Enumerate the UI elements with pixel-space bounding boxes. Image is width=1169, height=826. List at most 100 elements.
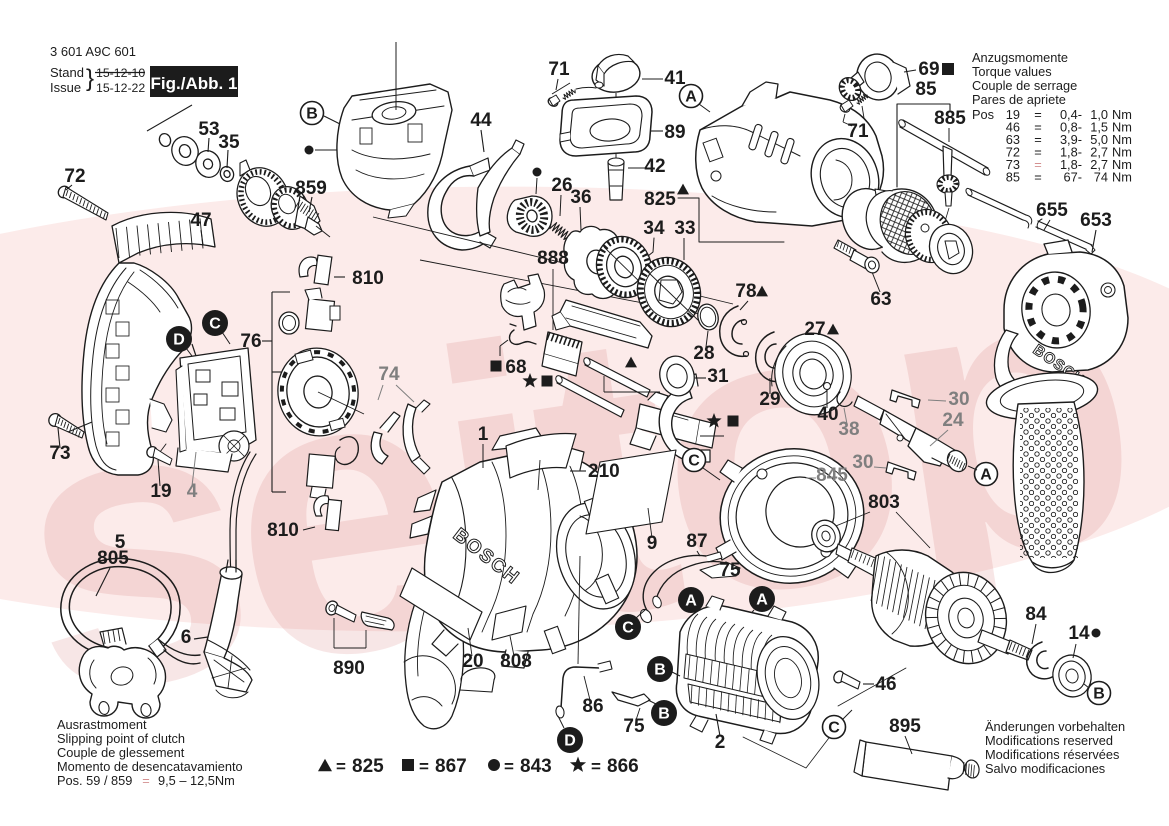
svg-text:Ausrastmoment: Ausrastmoment — [57, 717, 147, 732]
svg-text:41: 41 — [664, 68, 686, 89]
svg-text:33: 33 — [674, 218, 695, 239]
svg-text:Nm: Nm — [1112, 170, 1132, 185]
svg-text:31: 31 — [707, 366, 729, 387]
svg-text:53: 53 — [198, 119, 219, 140]
svg-text:B: B — [654, 662, 666, 679]
svg-text:71: 71 — [548, 59, 570, 80]
svg-text:Couple de glessement: Couple de glessement — [57, 745, 185, 760]
svg-text:85: 85 — [1006, 170, 1020, 185]
svg-text:=: = — [1034, 170, 1041, 185]
svg-text:1,0: 1,0 — [1090, 107, 1108, 122]
svg-text:75: 75 — [719, 560, 741, 581]
svg-text:=: = — [1034, 120, 1041, 135]
svg-text:67-: 67- — [1064, 170, 1083, 185]
svg-text:26: 26 — [551, 175, 572, 196]
svg-text:38: 38 — [838, 419, 859, 440]
svg-text:75: 75 — [623, 716, 645, 737]
svg-text:Pos: Pos — [972, 107, 994, 122]
svg-text:44: 44 — [470, 110, 492, 131]
svg-text:A: A — [756, 592, 768, 609]
svg-text:0,4-: 0,4- — [1060, 107, 1082, 122]
svg-text:Nm: Nm — [1112, 120, 1132, 135]
svg-text:D: D — [173, 332, 185, 349]
svg-text:=: = — [1034, 132, 1041, 147]
svg-text:=: = — [1034, 107, 1041, 122]
svg-text:3,9-: 3,9- — [1060, 132, 1082, 147]
svg-text:28: 28 — [693, 343, 714, 364]
svg-text:=: = — [1034, 157, 1041, 172]
svg-text:27: 27 — [804, 319, 825, 340]
svg-text:6: 6 — [181, 627, 192, 648]
svg-text:86: 86 — [582, 696, 603, 717]
svg-text:825: 825 — [352, 756, 384, 777]
svg-text:87: 87 — [686, 531, 707, 552]
svg-text:1,8-: 1,8- — [1060, 145, 1082, 160]
svg-text:20: 20 — [462, 651, 483, 672]
svg-text:=: = — [142, 773, 149, 788]
svg-text:867: 867 — [435, 756, 467, 777]
svg-text:46: 46 — [1006, 120, 1020, 135]
svg-text:9,5 – 12,5Nm: 9,5 – 12,5Nm — [158, 773, 235, 788]
svg-text:=: = — [1034, 145, 1041, 160]
svg-text:843: 843 — [520, 756, 552, 777]
svg-text:=: = — [591, 757, 601, 776]
svg-text:825: 825 — [644, 189, 676, 210]
svg-text:B: B — [306, 106, 318, 123]
svg-text:2,7: 2,7 — [1090, 145, 1108, 160]
svg-text:866: 866 — [607, 756, 639, 777]
svg-text:3 601 A9C 601: 3 601 A9C 601 — [50, 44, 136, 59]
svg-text:=: = — [504, 757, 514, 776]
svg-text:14: 14 — [1068, 623, 1090, 644]
svg-text:24: 24 — [942, 410, 964, 431]
svg-text:845: 845 — [816, 465, 848, 486]
svg-text:42: 42 — [644, 156, 665, 177]
svg-text:19: 19 — [1006, 107, 1020, 122]
svg-text:5: 5 — [115, 532, 126, 553]
svg-text:Couple de serrage: Couple de serrage — [972, 78, 1077, 93]
svg-text:36: 36 — [570, 187, 591, 208]
svg-text:4: 4 — [187, 481, 198, 502]
svg-text:C: C — [209, 316, 221, 333]
svg-text:19: 19 — [150, 481, 171, 502]
svg-text:808: 808 — [500, 651, 532, 672]
svg-text:63: 63 — [1006, 132, 1020, 147]
svg-text:210: 210 — [588, 461, 620, 482]
svg-text:0,8-: 0,8- — [1060, 120, 1082, 135]
svg-text:71: 71 — [847, 121, 869, 142]
svg-text:2,7: 2,7 — [1090, 157, 1108, 172]
svg-text:Torque values: Torque values — [972, 64, 1052, 79]
svg-text:B: B — [1093, 686, 1105, 703]
svg-text:40: 40 — [817, 404, 838, 425]
svg-text:84: 84 — [1025, 604, 1047, 625]
svg-text:Slipping point of clutch: Slipping point of clutch — [57, 731, 185, 746]
svg-text:810: 810 — [267, 520, 299, 541]
svg-text:Nm: Nm — [1112, 107, 1132, 122]
svg-text:Nm: Nm — [1112, 157, 1132, 172]
svg-text:30: 30 — [852, 452, 873, 473]
svg-text:69: 69 — [918, 59, 939, 80]
svg-text:63: 63 — [870, 289, 891, 310]
svg-text:Salvo modificaciones: Salvo modificaciones — [985, 761, 1105, 776]
svg-text:Nm: Nm — [1112, 145, 1132, 160]
svg-text:B: B — [658, 706, 670, 723]
svg-text:888: 888 — [537, 248, 569, 269]
svg-text:Issue: Issue — [50, 80, 81, 95]
svg-text:78: 78 — [735, 281, 756, 302]
svg-text:29: 29 — [759, 389, 780, 410]
svg-text:653: 653 — [1080, 210, 1112, 231]
svg-text:2: 2 — [715, 732, 726, 753]
svg-text:74: 74 — [1094, 170, 1108, 185]
svg-text:859: 859 — [295, 178, 327, 199]
svg-text:A: A — [685, 89, 697, 106]
svg-text:72: 72 — [64, 166, 85, 187]
svg-text:Modifications réservées: Modifications réservées — [985, 747, 1119, 762]
svg-text:805: 805 — [97, 548, 129, 569]
svg-text:46: 46 — [875, 674, 896, 695]
svg-text:73: 73 — [49, 443, 70, 464]
svg-text:=: = — [336, 757, 346, 776]
svg-text:Momento de desencatavamiento: Momento de desencatavamiento — [57, 759, 243, 774]
svg-text:Anzugsmomente: Anzugsmomente — [972, 50, 1068, 65]
svg-text:Stand: Stand — [50, 65, 84, 80]
svg-text:Pos. 59 / 859: Pos. 59 / 859 — [57, 773, 132, 788]
svg-text:A: A — [980, 467, 992, 484]
